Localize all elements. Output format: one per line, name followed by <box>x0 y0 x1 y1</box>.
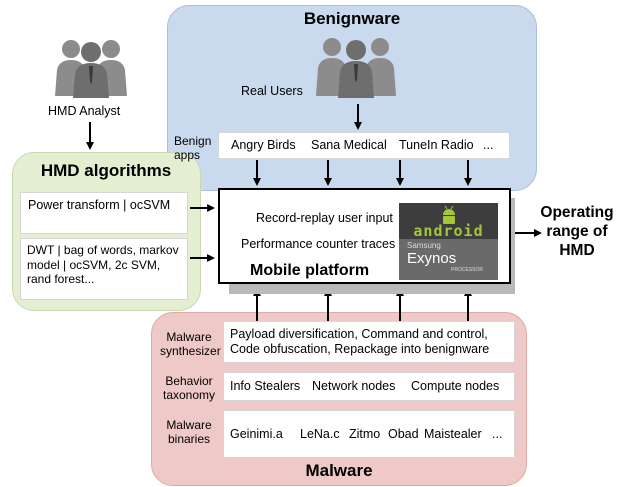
taxonomy-item: Network nodes <box>312 379 396 393</box>
binary-item: Obad <box>388 427 419 441</box>
hmd-algorithm-box-1: Power transform | ocSVM <box>20 192 188 234</box>
benignware-title: Benignware <box>303 9 401 28</box>
malware-title: Malware <box>305 461 373 480</box>
record-replay-label: Record-replay user input <box>256 211 393 225</box>
behavior-taxonomy-label: Behavior taxonomy <box>162 374 216 402</box>
chip-name: Exynos <box>407 250 457 267</box>
real-users-label: Real Users <box>241 84 303 98</box>
malware-synthesizer-text: Payload diversification, Command and con… <box>230 327 490 356</box>
benign-app: Sana Medical <box>311 138 387 152</box>
hmd-algorithm-text: DWT | bag of words, markov model | ocSVM… <box>27 243 179 286</box>
android-logo-text: android <box>413 222 484 240</box>
hmd-algorithm-text: Power transform | ocSVM <box>28 198 171 212</box>
benign-app: ... <box>483 138 494 152</box>
benign-apps-label: Benign apps <box>174 134 212 162</box>
taxonomy-item: Info Stealers <box>230 379 301 393</box>
hmd-algorithm-box-2: DWT | bag of words, markov model | ocSVM… <box>20 238 188 300</box>
malware-binaries-label: Malware binaries <box>166 418 212 446</box>
mobile-platform-title: Mobile platform <box>250 262 370 279</box>
binary-item: LeNa.c <box>300 427 340 441</box>
operating-range-label: Operating range of HMD <box>540 204 614 259</box>
malware-binaries-box: Geinimi.a LeNa.c Zitmo Obad Maistealer .… <box>223 410 515 458</box>
chip-graphic <box>399 203 498 280</box>
analyst-label: HMD Analyst <box>48 104 121 118</box>
binary-item: Zitmo <box>349 427 381 441</box>
binary-item: Geinimi.a <box>230 427 283 441</box>
benignware-region <box>167 5 537 191</box>
perf-counter-label: Performance counter traces <box>241 237 396 251</box>
chip-sub: PROCESSOR <box>451 267 483 273</box>
chip-brand: Samsung <box>407 241 441 250</box>
taxonomy-item: Compute nodes <box>411 379 500 393</box>
real-users-people-icon <box>316 38 396 98</box>
benign-apps-box: Angry Birds Sana Medical TuneIn Radio ..… <box>218 132 510 159</box>
malware-synthesizer-box: Payload diversification, Command and con… <box>223 321 515 363</box>
binary-item: ... <box>492 427 503 441</box>
analyst-people-icon <box>55 40 127 98</box>
benign-app: TuneIn Radio <box>399 138 474 152</box>
android-exynos-chip-icon: android Samsung Exynos PROCESSOR <box>399 203 498 280</box>
malware-synthesizer-label: Malware synthesizer <box>160 330 221 358</box>
binary-item: Maistealer <box>424 427 482 441</box>
behavior-taxonomy-box: Info Stealers Network nodes Compute node… <box>223 372 515 401</box>
hmd-algorithms-title: HMD algorithms <box>40 161 172 180</box>
benign-app: Angry Birds <box>231 138 296 152</box>
